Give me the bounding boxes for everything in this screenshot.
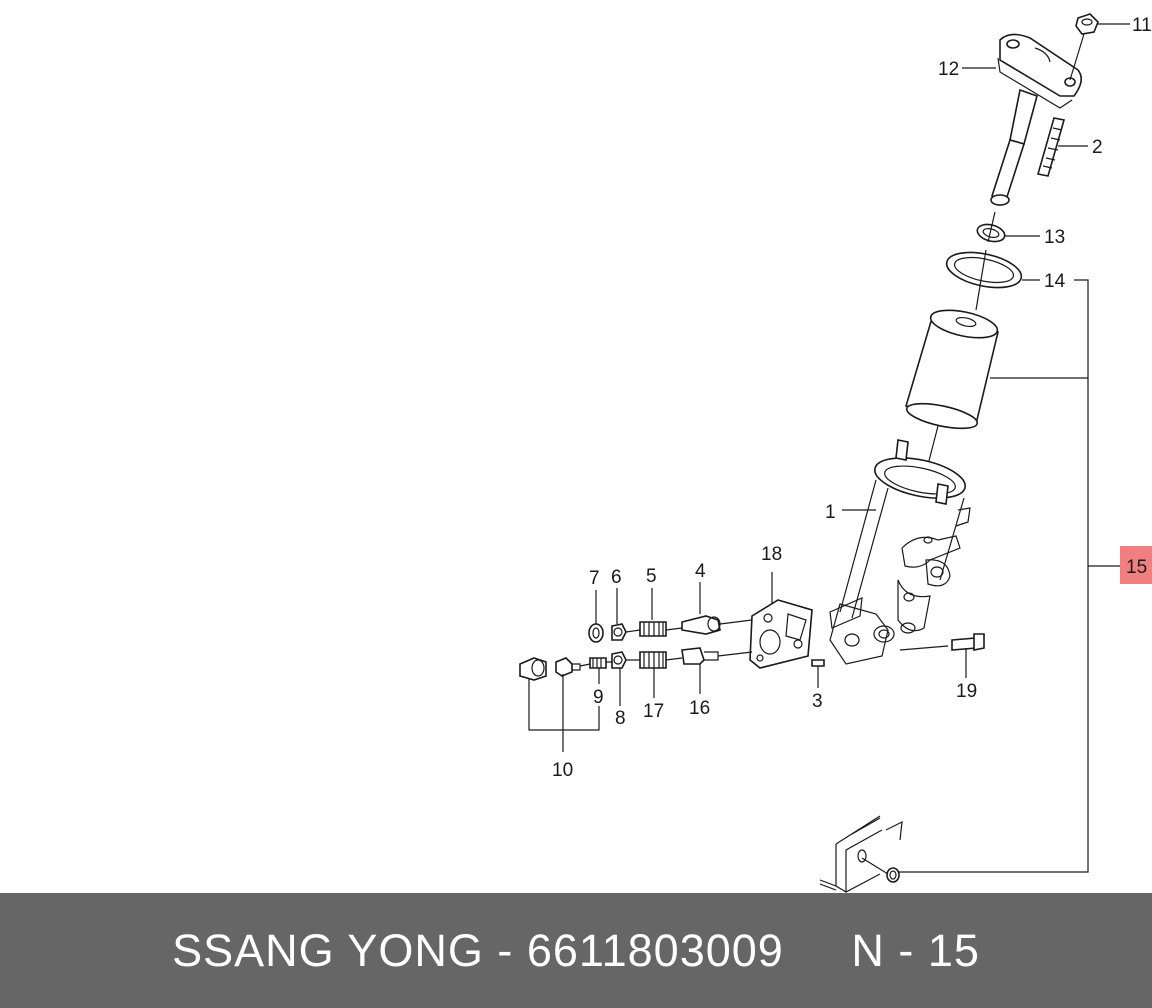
ref-number: 15 xyxy=(927,924,980,976)
part-13-seal xyxy=(976,211,1006,243)
valve-row-upper xyxy=(588,615,753,643)
part-2-stud xyxy=(1036,117,1066,177)
part-3-pin xyxy=(811,659,825,667)
parts-diagram: 11 12 2 13 14 15 1 18 4 5 6 7 9 8 17 16 … xyxy=(519,13,1152,893)
callout-2: 2 xyxy=(1092,137,1103,158)
callout-8: 8 xyxy=(615,708,626,729)
callout-6: 6 xyxy=(611,567,622,588)
callout-5: 5 xyxy=(646,566,657,587)
callout-11: 11 xyxy=(1132,15,1152,36)
callout-12: 12 xyxy=(938,59,959,80)
callout-1: 1 xyxy=(825,502,836,523)
caption-separator: - xyxy=(483,924,527,976)
part-19-bolt xyxy=(899,633,985,651)
callout-17: 17 xyxy=(643,701,664,722)
ref-prefix: N - xyxy=(851,924,928,976)
callout-16: 16 xyxy=(689,698,710,719)
callout-15: 15 xyxy=(1126,557,1147,578)
callout-13: 13 xyxy=(1044,227,1065,248)
part-18-gasket xyxy=(749,599,813,669)
part-11-nut xyxy=(1069,13,1099,81)
callout-9: 9 xyxy=(593,687,604,708)
callout-19: 19 xyxy=(956,681,977,702)
footer-bar: SSANG YONG - 6611803009 N - 15 xyxy=(0,893,1152,1008)
callout-3: 3 xyxy=(812,691,823,712)
caption-gap xyxy=(784,925,852,976)
callout-10: 10 xyxy=(552,760,573,781)
callout-7: 7 xyxy=(589,568,600,589)
part-12-cover xyxy=(990,33,1082,206)
valve-row-lower xyxy=(519,647,753,681)
callout-18: 18 xyxy=(761,544,782,565)
brand-name: SSANG YONG xyxy=(172,924,484,976)
footer-caption: SSANG YONG - 6611803009 N - 15 xyxy=(172,925,980,977)
callout-15-highlight xyxy=(1120,546,1152,584)
callout-labels: 11 12 2 13 14 15 1 18 4 5 6 7 9 8 17 16 … xyxy=(552,15,1152,781)
part-14-oring xyxy=(945,249,1023,311)
bottom-bracket xyxy=(819,815,903,893)
callout-4: 4 xyxy=(695,561,706,582)
part-number: 6611803009 xyxy=(526,924,784,976)
leader-lines xyxy=(528,23,1130,873)
part-1-housing xyxy=(829,439,971,665)
callout-14: 14 xyxy=(1044,271,1066,292)
filter-element xyxy=(904,309,999,481)
